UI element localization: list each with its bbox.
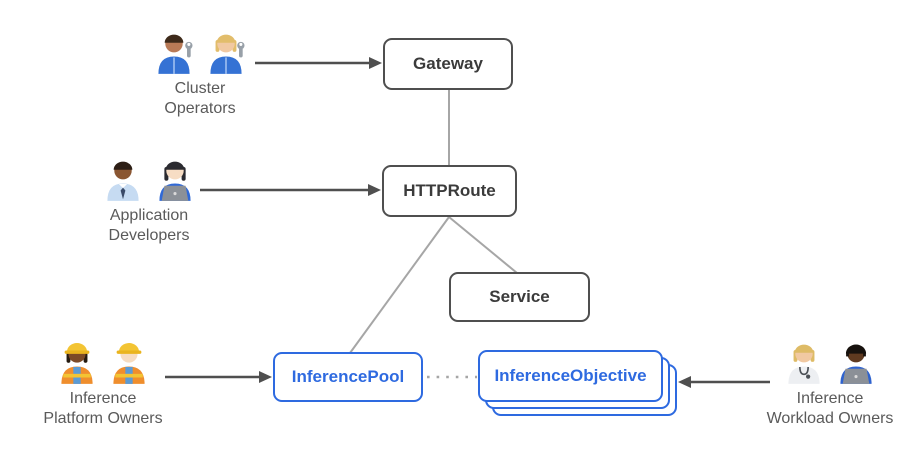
office-worker-icon xyxy=(107,161,139,201)
woman-construction-worker-icon xyxy=(61,343,93,384)
service-label: Service xyxy=(489,287,550,306)
application-developers-label: Application Developers xyxy=(108,207,190,244)
man-construction-worker-icon xyxy=(113,343,145,384)
httproute-inferencepool-connector xyxy=(349,216,450,354)
man-technologist-icon xyxy=(840,344,872,384)
inference-platform-owners-arrowhead xyxy=(259,371,272,383)
application-developers-emojis xyxy=(64,155,234,201)
inference-workload-owners-arrowhead xyxy=(678,376,691,388)
inferencepool-node: InferencePool xyxy=(273,352,423,402)
gateway-label: Gateway xyxy=(413,54,483,73)
woman-technologist-icon xyxy=(159,161,191,201)
inferenceobjective-label: InferenceObjective xyxy=(494,366,647,385)
man-mechanic-icon xyxy=(158,34,193,74)
inferencepool-label: InferencePool xyxy=(291,367,405,386)
inference-platform-owners-label: Inference Platform Owners xyxy=(43,390,163,427)
httproute-label: HTTPRoute xyxy=(403,181,496,200)
service-node: Service xyxy=(449,272,590,322)
httproute-node: HTTPRoute xyxy=(382,165,517,217)
inference-platform-owners-emojis xyxy=(18,338,188,384)
cluster-operators-emojis xyxy=(115,28,285,74)
gateway-node: Gateway xyxy=(383,38,513,90)
application-developers-arrowhead xyxy=(368,184,381,196)
application-developers-group: Application Developers xyxy=(64,155,234,246)
cluster-operators-group: Cluster Operators xyxy=(115,28,285,119)
health-worker-icon xyxy=(788,344,820,384)
httproute-service-connector xyxy=(448,216,518,274)
cluster-operators-arrowhead xyxy=(369,57,382,69)
inference-platform-owners-group: Inference Platform Owners xyxy=(18,338,188,429)
cluster-operators-label: Cluster Operators xyxy=(164,80,236,117)
inference-workload-owners-label: Inference Workload Owners xyxy=(766,390,894,427)
inference-workload-owners-group: Inference Workload Owners xyxy=(745,338,902,429)
woman-mechanic-icon xyxy=(210,34,245,74)
inferenceobjective-node: InferenceObjective xyxy=(478,350,663,402)
inference-workload-owners-emojis xyxy=(745,338,902,384)
